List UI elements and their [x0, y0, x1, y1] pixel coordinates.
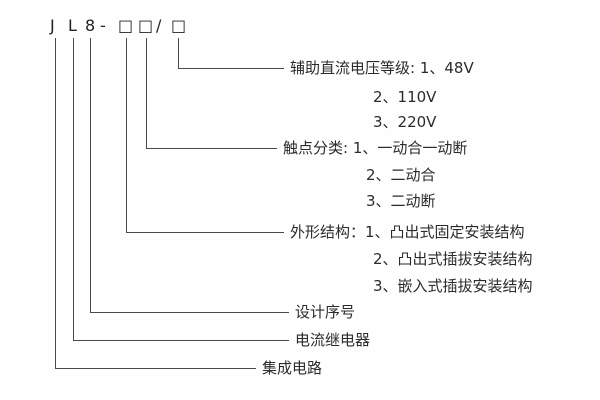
- contact-class-option-2: 2、二动合: [366, 166, 436, 184]
- placeholder-box-1: □: [118, 16, 134, 35]
- model-char-j: J: [50, 16, 55, 35]
- placeholder-box-2: □: [138, 16, 154, 35]
- structure-option-3: 3、嵌入式插拔安装结构: [373, 277, 533, 295]
- model-char-8: 8: [85, 16, 96, 35]
- model-char-dash: -: [100, 16, 106, 35]
- integrated-circuit-label: 集成电路: [262, 359, 323, 377]
- structure-option-2: 2、凸出式插拔安装结构: [373, 250, 533, 268]
- connector-line-box3: [178, 38, 179, 68]
- current-relay-label: 电流继电器: [295, 331, 371, 349]
- placeholder-box-3: □: [171, 16, 187, 35]
- connector-line-box1: [126, 38, 127, 232]
- connector-line-l: [73, 38, 74, 340]
- connector-line-aux: [178, 68, 284, 69]
- connector-line-circuit: [55, 368, 256, 369]
- design-serial-label: 设计序号: [295, 303, 356, 321]
- aux-voltage-option-2: 2、110V: [373, 88, 437, 106]
- contact-class-label: 触点分类: 1、一动合一动断: [283, 139, 468, 157]
- aux-voltage-option-3: 3、220V: [373, 113, 437, 131]
- model-char-slash: /: [156, 16, 162, 35]
- connector-line-contact: [146, 148, 277, 149]
- structure-label: 外形结构：1、凸出式固定安装结构: [290, 223, 525, 241]
- connector-line-relay: [73, 340, 289, 341]
- connector-line-serial: [90, 312, 289, 313]
- connector-line-j: [55, 38, 56, 368]
- contact-class-option-3: 3、二动断: [366, 192, 436, 210]
- connector-line-8: [90, 38, 91, 312]
- connector-line-structure: [126, 232, 284, 233]
- connector-line-box2: [146, 38, 147, 148]
- model-char-l: L: [68, 16, 77, 35]
- aux-voltage-label: 辅助直流电压等级: 1、48V: [290, 59, 474, 77]
